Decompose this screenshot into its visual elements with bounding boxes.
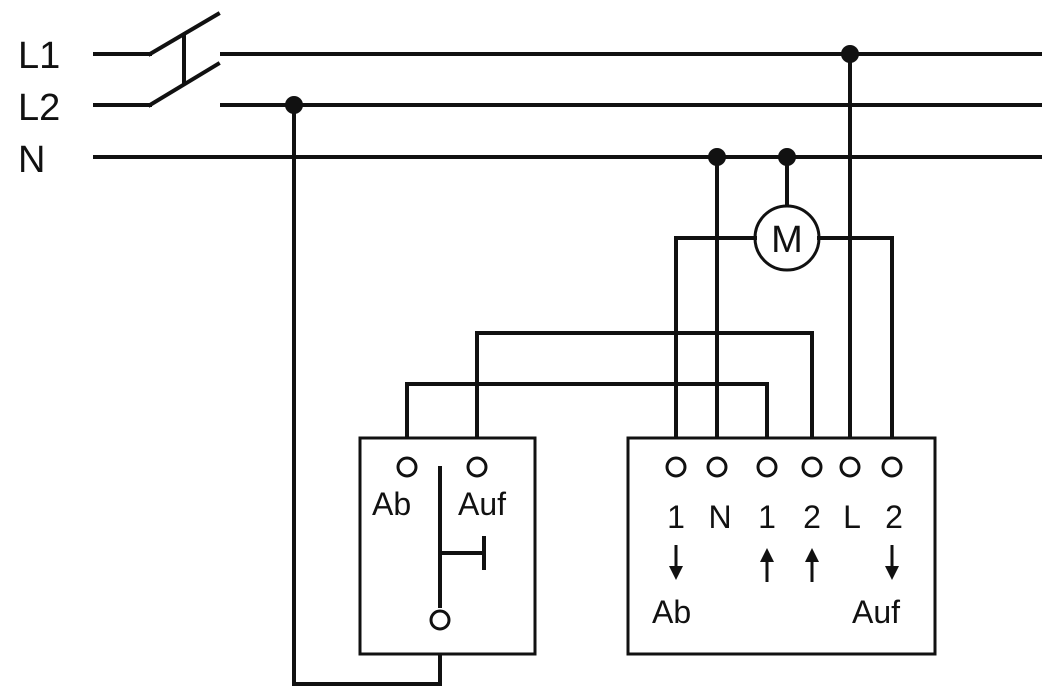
actuator-terminal-l: [839, 456, 861, 478]
actuator-label-2-down: 2: [885, 499, 903, 535]
pushbutton-label-auf: Auf: [458, 486, 506, 522]
arrow-up-icon: [805, 548, 819, 582]
wire-l2-to-pushbutton: [292, 103, 442, 686]
pushbutton-terminal-common: [429, 609, 451, 631]
actuator-label-n: N: [708, 499, 731, 535]
actuator-label-1-down: 1: [667, 499, 685, 535]
wire-auf-to-actuator-2: [475, 331, 814, 462]
actuator-direction-auf: Auf: [852, 594, 900, 630]
main-switch: [93, 11, 221, 108]
arrow-down-icon: [885, 545, 899, 580]
actuator-label-l: L: [843, 499, 861, 535]
actuator-label-1-up: 1: [758, 499, 776, 535]
actuator-terminal-1-down: [665, 456, 687, 478]
line-label-n: N: [18, 139, 45, 181]
actuator-terminal-1-up: [756, 456, 778, 478]
pushbutton-label-ab: Ab: [372, 486, 411, 522]
arrow-down-icon: [669, 545, 683, 580]
actuator-terminal-2-up: [801, 456, 823, 478]
line-label-l1: L1: [18, 35, 60, 77]
wire-motor-up: [817, 236, 894, 462]
actuator-label-2-up: 2: [803, 499, 821, 535]
line-label-l2: L2: [18, 87, 60, 129]
actuator-terminal-n: [706, 456, 728, 478]
actuator-terminal-2-down: [881, 456, 903, 478]
motor-label: M: [771, 219, 803, 261]
actuator-direction-ab: Ab: [652, 594, 691, 630]
arrow-up-icon: [760, 548, 774, 582]
pushbutton-terminal-auf: [466, 456, 488, 478]
pushbutton-terminal-ab: [396, 456, 418, 478]
wire-ab-to-actuator-1: [405, 382, 769, 462]
